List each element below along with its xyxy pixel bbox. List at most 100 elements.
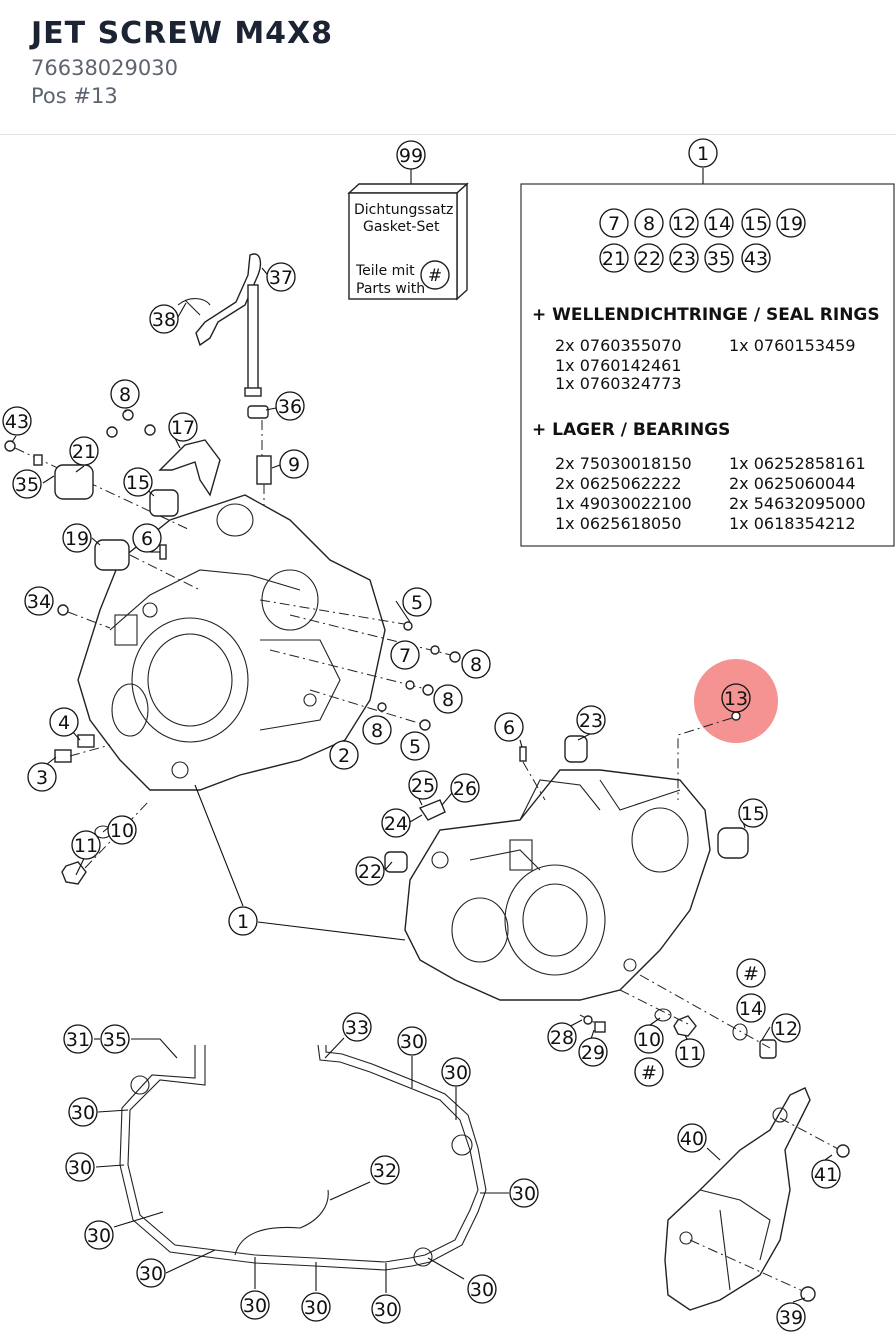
callout-23: 23 [576, 705, 606, 735]
callout-10-left: 10 [107, 815, 137, 845]
callout-circle [669, 208, 699, 238]
callout-circle [27, 762, 57, 792]
callout-circle [84, 1220, 114, 1250]
callout-number: 11 [74, 835, 98, 857]
callout-circle [433, 684, 463, 714]
gasket-box-line1: Dichtungssatz [354, 202, 453, 218]
callout-circle [49, 707, 79, 737]
bearing-2: 1x 06252858161 [729, 454, 866, 473]
callout-circle [634, 1024, 664, 1054]
callout-number: 19 [65, 528, 89, 550]
callout-6-left: 6 [132, 523, 162, 553]
callout-circle [669, 243, 699, 273]
right-crankcase-half [404, 769, 711, 1001]
callout-circle [576, 705, 606, 735]
callout-number: 3 [36, 767, 48, 789]
callout-number: 7 [608, 213, 620, 235]
callout-circle [68, 1097, 98, 1127]
callout-number: 13 [724, 688, 748, 710]
callout-31: 31 [63, 1024, 93, 1054]
callout-30-a: 30 [397, 1026, 427, 1056]
callout-34: 34 [24, 586, 54, 616]
callout-1-kit: 1 [688, 138, 718, 168]
callout-circle [547, 1022, 577, 1052]
callout-10-right: 10 [634, 1024, 664, 1054]
left-crankcase-half [77, 494, 386, 791]
callout-circle [811, 1159, 841, 1189]
callout-33: 33 [342, 1012, 372, 1042]
part-position: Pos #13 [31, 84, 118, 108]
callout-number: 21 [72, 441, 96, 463]
callout-29: 29 [578, 1037, 608, 1067]
callout-circle [599, 208, 629, 238]
callout-39: 39 [776, 1302, 806, 1332]
callout-3: 3 [27, 762, 57, 792]
callout-circle [275, 391, 305, 421]
callout-number: 30 [400, 1031, 424, 1053]
callout-number: 9 [288, 454, 300, 476]
callout-number: 99 [399, 145, 423, 167]
callout-circle [2, 406, 32, 436]
kit-item-19: 19 [776, 208, 806, 238]
callout-circle [381, 808, 411, 838]
callout-circle [240, 1290, 270, 1320]
callout-9: 9 [279, 449, 309, 479]
callout-circle [62, 523, 92, 553]
callout-1-case: 1 [228, 906, 258, 936]
callout-30-h: 30 [301, 1292, 331, 1322]
callout-number: 35 [103, 1029, 127, 1051]
callout-circle [69, 436, 99, 466]
callout-number: 43 [744, 248, 768, 270]
callout-number: 35 [15, 474, 39, 496]
callout-12: 12 [771, 1013, 801, 1043]
callout-circle [408, 770, 438, 800]
callout-25: 25 [408, 770, 438, 800]
callout-14: 14 [736, 993, 766, 1023]
callout-number: 30 [512, 1183, 536, 1205]
callout-number: 26 [453, 778, 477, 800]
callout-number: 23 [672, 248, 696, 270]
callout-41: 41 [811, 1159, 841, 1189]
callout-number: 12 [672, 213, 696, 235]
bearing-8: 1x 0618354212 [729, 514, 856, 533]
callout-circle [776, 1302, 806, 1332]
callout-circle [688, 138, 718, 168]
callout-circle [736, 993, 766, 1023]
bearing-7: 1x 0625618050 [555, 514, 682, 533]
callout-11-left: 11 [71, 830, 101, 860]
callout-number: 10 [637, 1029, 661, 1051]
callout-number: 17 [171, 417, 195, 439]
seal-ring-3: 1x 0760142461 [555, 356, 682, 375]
callout-35-left: 35 [12, 469, 42, 499]
gasket-box-line4: Parts with [356, 281, 425, 297]
callout-number: # [743, 963, 759, 985]
callout-15-right: 15 [738, 798, 768, 828]
callout-number: 11 [678, 1043, 702, 1065]
callout-number: 4 [58, 712, 70, 734]
callout-35-gasket: 35 [100, 1024, 130, 1054]
callout-number: 8 [470, 654, 482, 676]
callout-circle [136, 1258, 166, 1288]
callout-circle [578, 1037, 608, 1067]
callout-number: 15 [126, 472, 150, 494]
callout-circle [371, 1294, 401, 1324]
kit-item-22: 22 [634, 243, 664, 273]
callout-circle [741, 208, 771, 238]
callout-circle [771, 1013, 801, 1043]
callout-number: 1 [237, 911, 249, 933]
callout-circle [355, 856, 385, 886]
callout-number: 40 [680, 1128, 704, 1150]
callout-30-f: 30 [136, 1258, 166, 1288]
callout-21: 21 [69, 436, 99, 466]
callout-circle [450, 773, 480, 803]
callout-circle [301, 1292, 331, 1322]
callout-circle [168, 412, 198, 442]
callout-number: 8 [442, 689, 454, 711]
callout-circle [396, 140, 426, 170]
callout-number: 14 [739, 998, 763, 1020]
callout-gasket-marker-lower: # [634, 1057, 664, 1087]
callout-number: 30 [68, 1157, 92, 1179]
callout-number: 30 [87, 1225, 111, 1247]
callout-number: 6 [503, 717, 515, 739]
callout-number: 19 [779, 213, 803, 235]
